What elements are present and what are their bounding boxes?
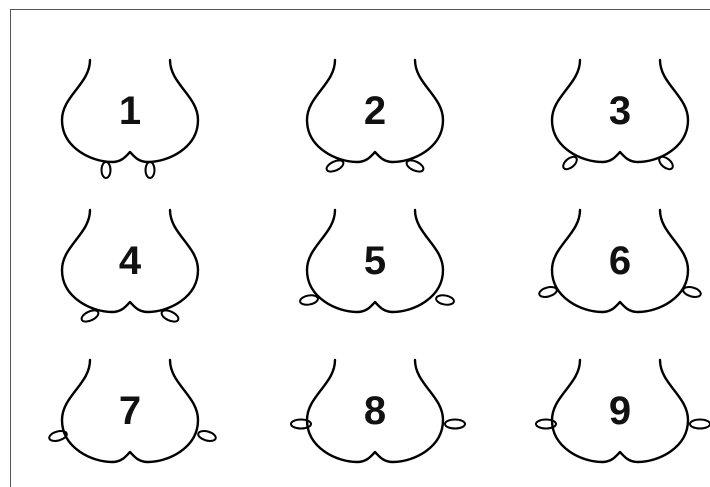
figure-number: 5 — [364, 239, 386, 283]
figure-9: 9 — [536, 360, 710, 462]
figure-number: 2 — [364, 89, 386, 133]
left-limb — [538, 285, 558, 298]
figure-7: 7 — [48, 360, 217, 462]
figure-4: 4 — [62, 210, 198, 324]
figure-6: 6 — [538, 210, 702, 312]
figure-3: 3 — [552, 60, 688, 172]
left-limb — [102, 162, 111, 178]
figure-number: 8 — [364, 389, 386, 433]
figure-5: 5 — [299, 210, 454, 312]
figure-number: 1 — [119, 89, 141, 133]
right-limb — [445, 420, 465, 429]
right-limb — [435, 294, 454, 306]
right-limb — [146, 162, 155, 178]
figure-number: 9 — [609, 389, 631, 433]
right-limb — [682, 285, 702, 298]
figure-1: 1 — [62, 60, 198, 178]
figure-8: 8 — [291, 360, 465, 462]
right-limb — [197, 429, 217, 442]
right-limb — [690, 420, 710, 429]
figure-number: 3 — [609, 89, 631, 133]
figure-number: 6 — [609, 239, 631, 283]
figure-number: 4 — [119, 239, 142, 283]
left-limb — [299, 294, 318, 306]
figure-number: 7 — [119, 389, 141, 433]
figure-2: 2 — [307, 60, 443, 174]
